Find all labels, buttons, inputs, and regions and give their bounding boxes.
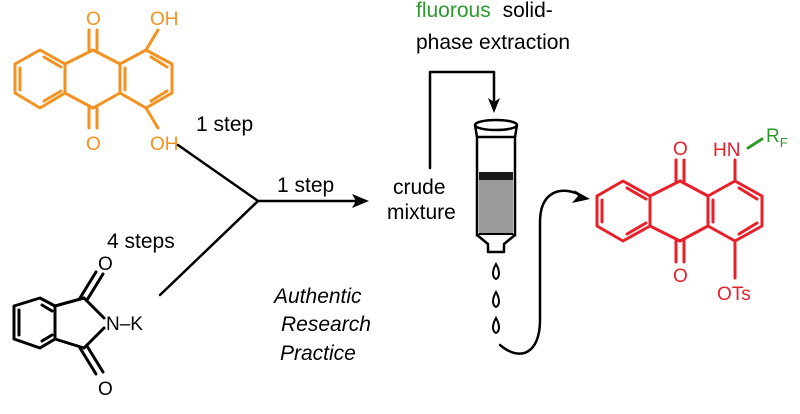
droplet-2 <box>492 289 500 309</box>
product-structure <box>595 158 764 280</box>
spe-cartridge <box>473 118 519 254</box>
label-bottom-branch: 4 steps <box>107 230 175 253</box>
bottom-reagent-n-k: N–K <box>106 314 143 335</box>
label-main-step: 1 step <box>277 174 334 197</box>
converging-lines <box>158 143 359 297</box>
product-hn: HN <box>713 140 740 161</box>
bent-arrow-line <box>428 70 496 170</box>
extraction-line-2: phase extraction <box>416 31 570 54</box>
droplets <box>492 261 500 335</box>
bottom-reagent-o-top: O <box>98 254 113 275</box>
product-o-top: O <box>673 139 688 160</box>
main-arrow-head <box>352 194 369 208</box>
caption-line-2: Research <box>281 313 371 336</box>
droplet-1 <box>492 261 500 281</box>
product-o-bottom: O <box>673 266 688 287</box>
crude-line-1: crude <box>393 176 446 199</box>
top-reagent-oh-bottom: OH <box>150 134 179 155</box>
droplet-3 <box>492 315 500 335</box>
top-reagent-o-top: O <box>86 9 101 30</box>
curved-arrow-line <box>498 189 580 355</box>
bottom-reagent-structure <box>12 270 106 376</box>
product-r: R <box>766 126 780 147</box>
top-reagent-o-bottom: O <box>86 134 101 155</box>
extraction-solid: solid- <box>503 0 553 22</box>
curved-arrow-head <box>572 190 590 203</box>
product-nr-bond <box>746 137 764 150</box>
top-reagent-structure <box>13 28 174 130</box>
crude-line-2: mixture <box>387 201 456 224</box>
bent-arrow-head <box>488 98 500 113</box>
caption-line-3: Practice <box>280 342 356 365</box>
extraction-line-1: fluorous solid- <box>416 0 553 22</box>
product-r-sub: F <box>780 135 788 150</box>
product-ots: OTs <box>717 284 751 305</box>
top-reagent-oh-top: OH <box>150 9 179 30</box>
caption-line-1: Authentic <box>272 285 362 308</box>
fluorous-word: fluorous <box>416 0 491 22</box>
bottom-reagent-o-bottom: O <box>98 379 113 400</box>
product-rf: RF <box>766 126 788 150</box>
label-top-branch: 1 step <box>196 113 253 136</box>
